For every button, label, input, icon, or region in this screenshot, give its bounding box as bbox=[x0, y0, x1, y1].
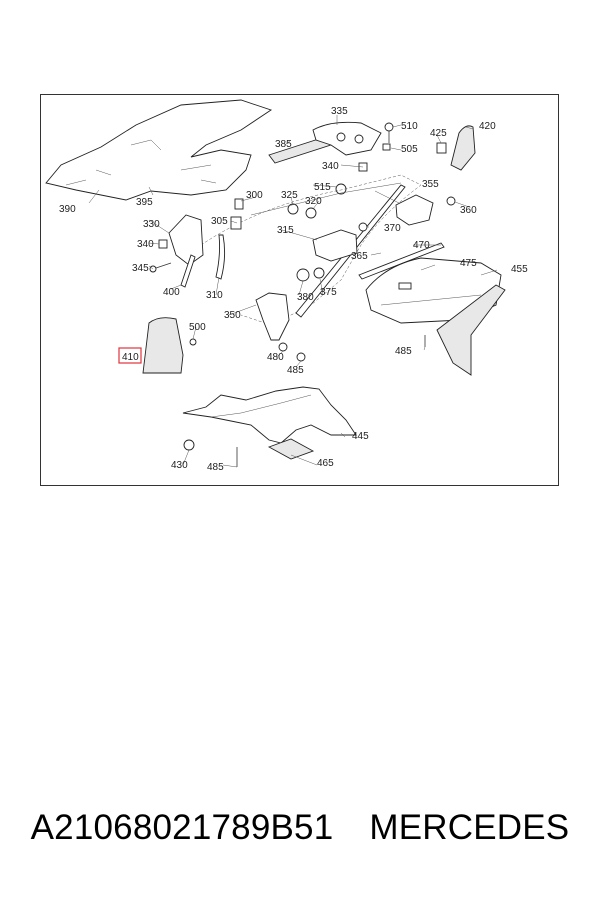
insulation-mat bbox=[45, 99, 273, 201]
callout-365: 365 bbox=[351, 251, 368, 262]
callout-375: 375 bbox=[320, 287, 337, 298]
callout-315: 315 bbox=[277, 225, 294, 236]
callout-510: 510 bbox=[401, 121, 418, 132]
screw-485 bbox=[296, 352, 306, 362]
lower-cover-445 bbox=[182, 386, 357, 444]
exploded-view-drawing: 390 395 385 335 510 505 425 420 340 300 … bbox=[45, 99, 528, 473]
part-375 bbox=[313, 267, 325, 279]
clip-370 bbox=[358, 222, 368, 232]
highlight-box-410 bbox=[118, 347, 142, 364]
callout-385: 385 bbox=[275, 139, 292, 150]
callout-370: 370 bbox=[384, 223, 401, 234]
parts-diagram: 390 395 385 335 510 505 425 420 340 300 … bbox=[40, 94, 559, 486]
clip-300 bbox=[234, 198, 244, 210]
callout-325: 325 bbox=[281, 190, 298, 201]
callout-430: 430 bbox=[171, 460, 188, 471]
clip-480 bbox=[278, 342, 288, 352]
callout-360: 360 bbox=[460, 205, 477, 216]
callout-515: 515 bbox=[314, 182, 331, 193]
callout-335: 335 bbox=[331, 106, 348, 117]
side-cover-420 bbox=[450, 125, 476, 171]
callout-485-mid: 485 bbox=[287, 365, 304, 376]
callout-455: 455 bbox=[511, 264, 528, 275]
screw-360 bbox=[446, 196, 456, 206]
center-vent-315 bbox=[312, 229, 358, 262]
mat-detail bbox=[65, 139, 217, 186]
clip-305 bbox=[230, 216, 242, 230]
callout-310: 310 bbox=[206, 290, 223, 301]
cover-detail bbox=[210, 394, 312, 418]
knee-panel-410 bbox=[142, 317, 184, 374]
callout-350: 350 bbox=[224, 310, 241, 321]
side-panel-455 bbox=[436, 284, 506, 376]
callout-500: 500 bbox=[189, 322, 206, 333]
glovebox-detail bbox=[380, 294, 482, 306]
fastener-320 bbox=[305, 207, 317, 219]
callout-330: 330 bbox=[143, 219, 160, 230]
strip-310 bbox=[215, 234, 226, 280]
callout-485-right: 485 bbox=[395, 346, 412, 357]
switch-380 bbox=[296, 268, 310, 282]
callout-340-left: 340 bbox=[137, 239, 154, 250]
callout-395: 395 bbox=[136, 197, 153, 208]
callout-505: 505 bbox=[401, 144, 418, 155]
nut-430 bbox=[183, 439, 195, 451]
dashboard-outline bbox=[200, 174, 422, 326]
dash-trim-line bbox=[250, 182, 402, 216]
callout-355: 355 bbox=[422, 179, 439, 190]
strip-400 bbox=[180, 254, 196, 288]
trim-470 bbox=[358, 242, 445, 280]
air-vent-355 bbox=[395, 194, 434, 226]
clip-425 bbox=[436, 142, 447, 154]
callout-470: 470 bbox=[413, 240, 430, 251]
callout-300: 300 bbox=[246, 190, 263, 201]
callout-445: 445 bbox=[352, 431, 369, 442]
cover-465 bbox=[267, 438, 315, 460]
callout-485-bottom: 485 bbox=[207, 462, 224, 473]
glovebox-latch bbox=[398, 282, 412, 290]
callout-380: 380 bbox=[297, 292, 314, 303]
callout-480: 480 bbox=[267, 352, 284, 363]
callout-345: 345 bbox=[132, 263, 149, 274]
callout-420: 420 bbox=[479, 121, 496, 132]
callout-475: 475 bbox=[460, 258, 477, 269]
part-caption: A21068021789B51 MERCEDES bbox=[0, 808, 600, 848]
callout-390: 390 bbox=[59, 204, 76, 215]
bracket-hole bbox=[354, 134, 364, 144]
callout-340-top: 340 bbox=[322, 161, 339, 172]
callout-400: 400 bbox=[163, 287, 180, 298]
clip-340-left bbox=[158, 239, 168, 249]
callout-410: 410 bbox=[122, 352, 139, 363]
left-vent-330 bbox=[168, 214, 204, 266]
center-mount-350 bbox=[255, 292, 290, 341]
callout-305: 305 bbox=[211, 216, 228, 227]
part-number: A21068021789B51 bbox=[30, 808, 334, 847]
center-bracket bbox=[312, 121, 382, 156]
callout-425: 425 bbox=[430, 128, 447, 139]
brand-name: MERCEDES bbox=[369, 808, 570, 847]
bracket-hole bbox=[336, 132, 346, 142]
callout-320: 320 bbox=[305, 196, 322, 207]
bolt bbox=[384, 122, 394, 132]
screw-500 bbox=[189, 338, 197, 346]
callout-465: 465 bbox=[317, 458, 334, 469]
leader-lines bbox=[88, 115, 498, 468]
clip bbox=[382, 143, 391, 151]
